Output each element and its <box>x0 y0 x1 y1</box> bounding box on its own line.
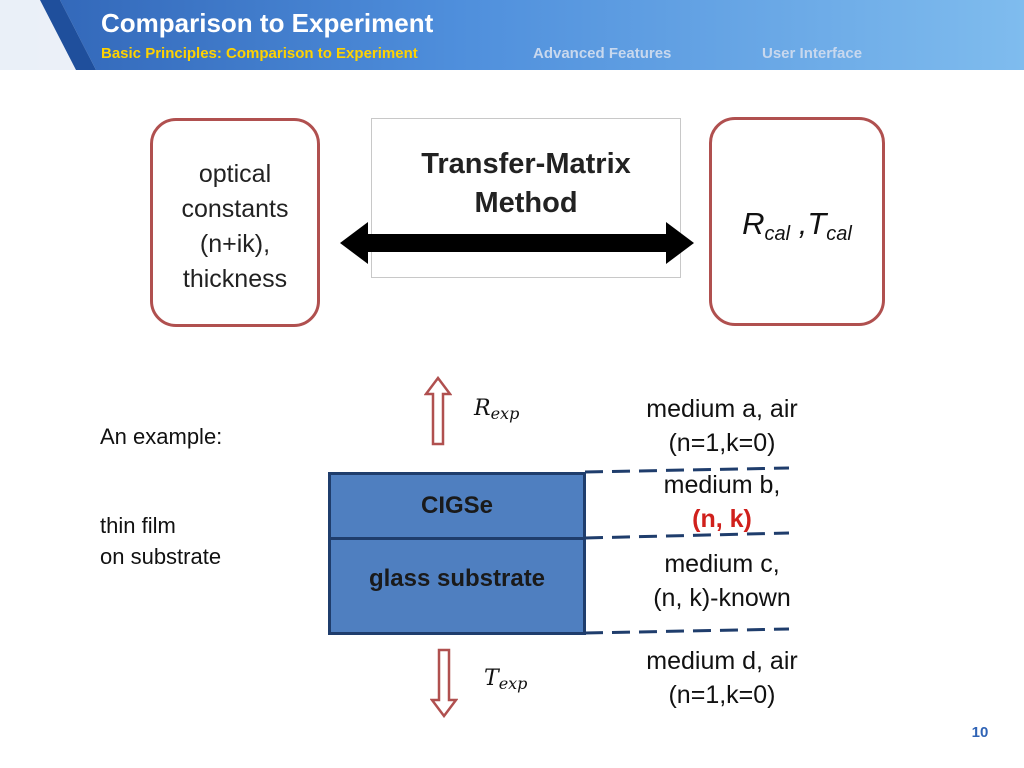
medium-c-label: medium c, (n, k)-known <box>620 547 824 615</box>
t-exp-sub: exp <box>498 674 528 693</box>
double-arrow-icon <box>340 222 694 264</box>
calculated-values-box: Rcal ,Tcal <box>709 117 885 326</box>
logo-wedge-icon <box>0 0 96 70</box>
calculated-values-text: Rcal ,Tcal <box>712 206 882 246</box>
r-symbol: R <box>742 206 765 241</box>
layer-stack: CIGSe glass substrate <box>328 472 586 635</box>
optical-constants-text: optical constants (n+ik), thickness <box>181 160 289 293</box>
cigse-layer: CIGSe <box>331 475 583 540</box>
separator: , <box>790 206 808 241</box>
medium-c-line1: medium c, <box>664 550 780 578</box>
medium-a-label: medium a, air (n=1,k=0) <box>620 392 824 460</box>
r-exp-main: R <box>474 396 491 421</box>
transmission-arrow-icon <box>430 648 458 718</box>
medium-d-line1: medium d, air <box>646 647 798 675</box>
nav-advanced-features[interactable]: Advanced Features <box>533 45 672 62</box>
sample-label: thin film on substrate <box>100 513 222 569</box>
page-number: 10 <box>971 724 989 741</box>
example-label: An example: <box>100 424 223 449</box>
reflection-arrow-icon <box>424 376 452 446</box>
medium-b-line1: medium b, <box>663 471 781 499</box>
medium-c-line2: (n, k)-known <box>653 584 791 612</box>
glass-substrate-layer: glass substrate <box>368 565 546 592</box>
transfer-matrix-text: Transfer-Matrix Method <box>421 148 631 219</box>
medium-d-label: medium d, air (n=1,k=0) <box>620 644 824 712</box>
t-subscript: cal <box>826 223 852 245</box>
slide-header: Comparison to Experiment Basic Principle… <box>0 0 1024 70</box>
r-exp-sub: exp <box>490 404 520 423</box>
t-exp-main: T <box>484 666 499 691</box>
optical-constants-box: optical constants (n+ik), thickness <box>150 118 320 327</box>
medium-b-line2: (n, k) <box>692 505 752 533</box>
nav-user-interface[interactable]: User Interface <box>762 45 863 62</box>
slide-title: Comparison to Experiment <box>101 8 434 38</box>
medium-a-line2: (n=1,k=0) <box>668 429 776 457</box>
t-symbol: T <box>807 206 827 241</box>
medium-d-line2: (n=1,k=0) <box>668 681 776 709</box>
medium-b-label: medium b, (n, k) <box>620 468 824 536</box>
t-exp-label: Texp <box>484 666 527 693</box>
nav-basic-principles[interactable]: Basic Principles: Comparison to Experime… <box>101 45 418 62</box>
r-subscript: cal <box>764 223 791 245</box>
medium-a-line1: medium a, air <box>646 395 798 423</box>
interface-dashes <box>584 466 790 635</box>
r-exp-label: Rexp <box>474 396 519 423</box>
